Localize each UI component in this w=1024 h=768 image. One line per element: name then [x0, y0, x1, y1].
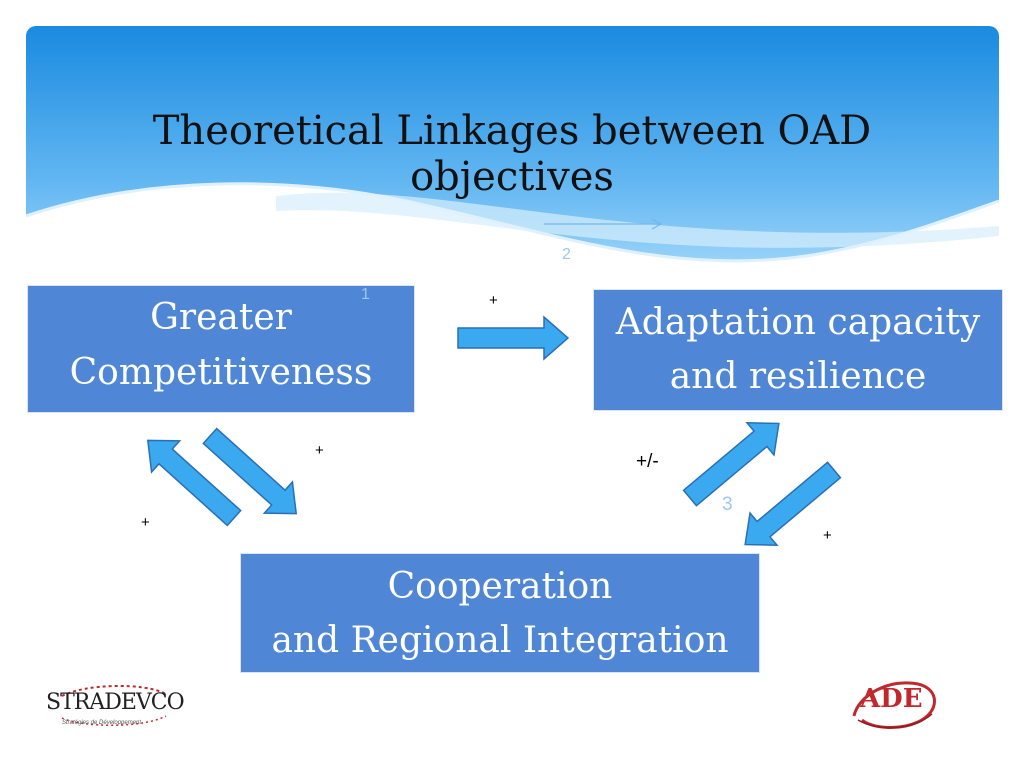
arrow-competitiveness-to-cooperation — [202, 427, 298, 515]
box-cooperation: Cooperation and Regional Integration — [241, 554, 759, 672]
arrow-cooperation-to-adaptation — [682, 421, 780, 507]
arrow-adaptation-to-cooperation — [744, 461, 842, 547]
sign-top-arrow: + — [489, 292, 498, 309]
sign-competitiveness-to-cooperation: + — [315, 442, 324, 459]
box-cooperation-line1: Cooperation — [387, 566, 613, 607]
stradevco-logo: STRADEVCO Stratégies de Développement — [44, 684, 185, 734]
header-wave-graphic — [26, 26, 999, 288]
arrow-competitiveness-to-adaptation — [457, 315, 570, 361]
ade-logo-swoosh — [852, 681, 936, 729]
box-adaptation-line2: and resilience — [669, 356, 927, 397]
box-competitiveness-line2: Competitiveness — [69, 352, 373, 393]
box-greater-competitiveness: Greater Competitiveness — [28, 286, 414, 412]
stradevco-logo-word: STRADEVCO — [46, 690, 185, 715]
box-cooperation-line2: and Regional Integration — [271, 620, 729, 661]
marker-number-2: 2 — [562, 246, 571, 263]
marker-number-1: 1 — [361, 286, 370, 303]
sign-cooperation-to-adaptation: +/- — [636, 451, 659, 472]
arrow-cooperation-to-competitiveness — [146, 439, 242, 527]
sign-cooperation-to-competitiveness: + — [141, 514, 150, 531]
sign-adaptation-to-cooperation: + — [823, 527, 832, 544]
slide-title: Theoretical Linkages between OAD objecti… — [0, 108, 1024, 200]
marker-number-3: 3 — [722, 494, 733, 515]
ade-logo: ADE — [848, 676, 944, 732]
box-adaptation-line1: Adaptation capacity — [615, 302, 981, 343]
stradevco-logo-tagline: Stratégies de Développement — [62, 720, 142, 726]
box-adaptation-capacity: Adaptation capacity and resilience — [594, 290, 1002, 410]
header-banner — [26, 26, 999, 288]
box-competitiveness-line1: Greater — [150, 297, 292, 338]
stradevco-logo-graphic — [61, 684, 167, 727]
slide-title-line2: objectives — [410, 154, 614, 200]
slide-title-line1: Theoretical Linkages between OAD — [152, 108, 872, 154]
ade-logo-word: ADE — [860, 684, 923, 714]
faint-connector-arrowhead — [651, 218, 663, 230]
